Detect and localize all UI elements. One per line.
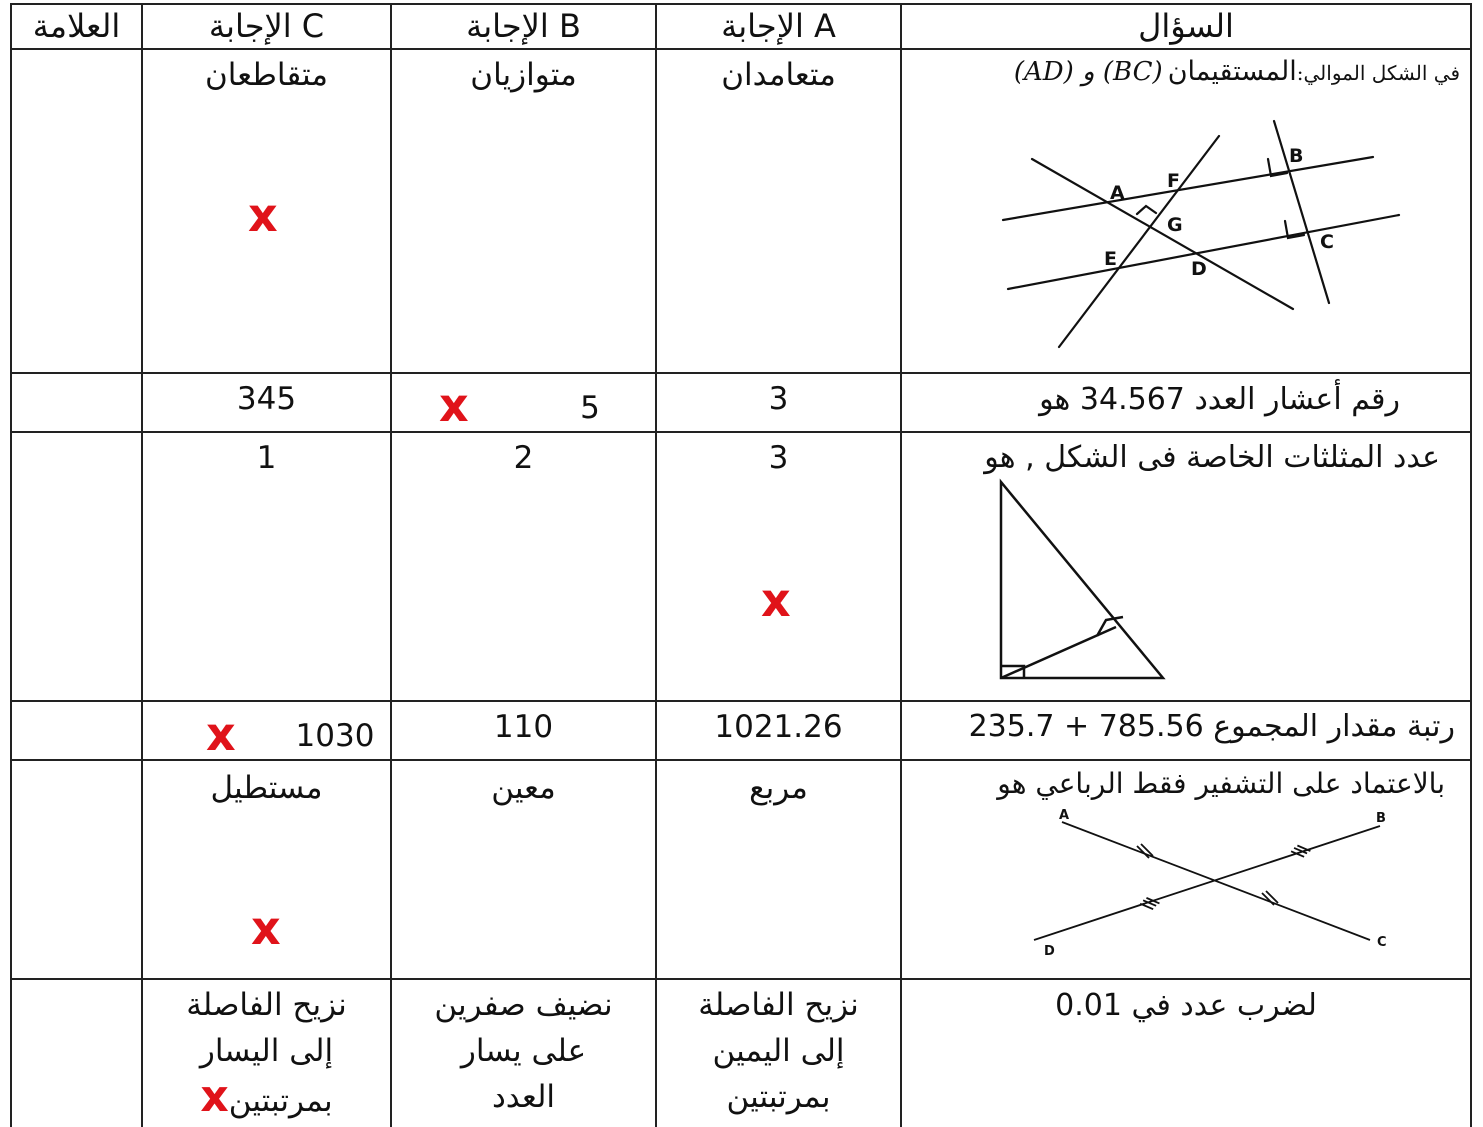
row-divider-3: [10, 700, 1472, 702]
row5-label-d: D: [1044, 944, 1055, 959]
row4-answer-b: 110: [493, 709, 554, 745]
row-divider-4: [10, 759, 1472, 761]
row1-label-b: B: [1289, 145, 1303, 167]
row3-answer-a: 3: [768, 440, 789, 476]
row1-question-main: المستقيمان: [1167, 56, 1297, 87]
row1-label-d: D: [1191, 258, 1207, 280]
row5-answer-b: معين: [491, 770, 556, 806]
row4-mark-x: x: [206, 707, 236, 761]
row3-mark-x: x: [761, 573, 791, 627]
row6-question: لضرب عدد في 0.01: [1055, 988, 1317, 1023]
row1-question-math: (BC) و (AD): [1013, 57, 1163, 87]
row5-answer-c: مستطيل: [210, 770, 323, 806]
row4-question: رتبة مقدار المجموع 785.56 + 235.7: [968, 709, 1455, 744]
row6-answer-a: نزيح الفاصلة إلى اليمين بمرتبتين: [657, 982, 900, 1120]
row1-label-a: A: [1110, 182, 1125, 204]
row4-answer-c: 1030: [295, 718, 375, 754]
row5-answer-a: مربع: [749, 770, 808, 806]
header-divider: [10, 48, 1472, 50]
header-mark: العلامة: [32, 7, 121, 45]
table-border-left: [10, 3, 12, 1127]
row1-answer-a: متعامدان: [721, 57, 836, 93]
row1-question: في الشكل الموالي:المستقيمان (BC) و (AD): [910, 56, 1460, 87]
row1-label-f: F: [1167, 170, 1180, 192]
row6-answer-c-line3: بمرتبتين: [228, 1083, 333, 1119]
row6-answer-c-line2: إلى اليسار: [199, 1033, 334, 1069]
row6-answer-a-line1: نزيح الفاصلة: [698, 987, 859, 1023]
row6-answer-b-line1: نضيف صفرين: [434, 987, 613, 1023]
table-border-top: [10, 3, 1472, 5]
row-divider-5: [10, 978, 1472, 980]
row6-answer-a-line2: إلى اليمين: [712, 1033, 845, 1069]
row3-question: عدد المثلثات الخاصة فى الشكل , هو: [984, 440, 1440, 475]
row1-label-g: G: [1167, 214, 1183, 236]
row6-mark-x: x: [200, 1071, 229, 1122]
header-answer-c: الإجابة C: [208, 7, 325, 45]
row1-mark-x: x: [248, 188, 278, 242]
header-question: السؤال: [1138, 7, 1234, 45]
row1-label-c: C: [1320, 231, 1334, 253]
col-divider-mark: [141, 3, 143, 1127]
row4-answer-a: 1021.26: [714, 709, 843, 745]
row6-answer-b-line3: العدد: [491, 1079, 556, 1115]
row5-label-c: C: [1377, 935, 1387, 950]
row1-answer-b: متوازيان: [470, 57, 577, 93]
row2-answer-c: 345: [236, 381, 297, 417]
row5-question: بالاعتماد على التشفير فقط الرباعي هو: [997, 767, 1445, 800]
row6-answer-c-line1: نزيح الفاصلة: [186, 987, 347, 1023]
row-divider-2: [10, 431, 1472, 433]
row1-question-prefix: في الشكل الموالي:: [1296, 61, 1460, 85]
row1-label-e: E: [1104, 248, 1117, 270]
col-divider-c: [390, 3, 392, 1127]
header-answer-b: الإجابة B: [466, 7, 581, 45]
row6-answer-b-line2: على يسار: [460, 1033, 587, 1069]
row-divider-1: [10, 372, 1472, 374]
row5-label-b: B: [1376, 811, 1386, 826]
row6-answer-b: نضيف صفرين على يسار العدد: [392, 982, 655, 1120]
row5-label-a: A: [1059, 808, 1069, 823]
row2-answer-a: 3: [768, 381, 789, 417]
table-border-right: [1470, 3, 1472, 1127]
row6-answer-c: نزيح الفاصلة إلى اليسار بمرتبتينx: [143, 982, 390, 1124]
row2-question: رقم أعشار العدد 34.567 هو: [1039, 382, 1400, 417]
row3-answer-c: 1: [256, 440, 277, 476]
row3-answer-b: 2: [513, 440, 534, 476]
row6-answer-c-line3-wrap: بمرتبتينx: [143, 1074, 390, 1124]
row5-mark-x: x: [251, 901, 281, 955]
col-divider-a: [900, 3, 902, 1127]
row6-answer-a-line3: بمرتبتين: [726, 1079, 831, 1115]
row2-mark-x: x: [439, 378, 469, 432]
row2-answer-b: 5: [580, 390, 600, 426]
col-divider-b: [655, 3, 657, 1127]
header-answer-a: الإجابة A: [721, 7, 836, 45]
row1-answer-c: متقاطعان: [205, 57, 328, 93]
